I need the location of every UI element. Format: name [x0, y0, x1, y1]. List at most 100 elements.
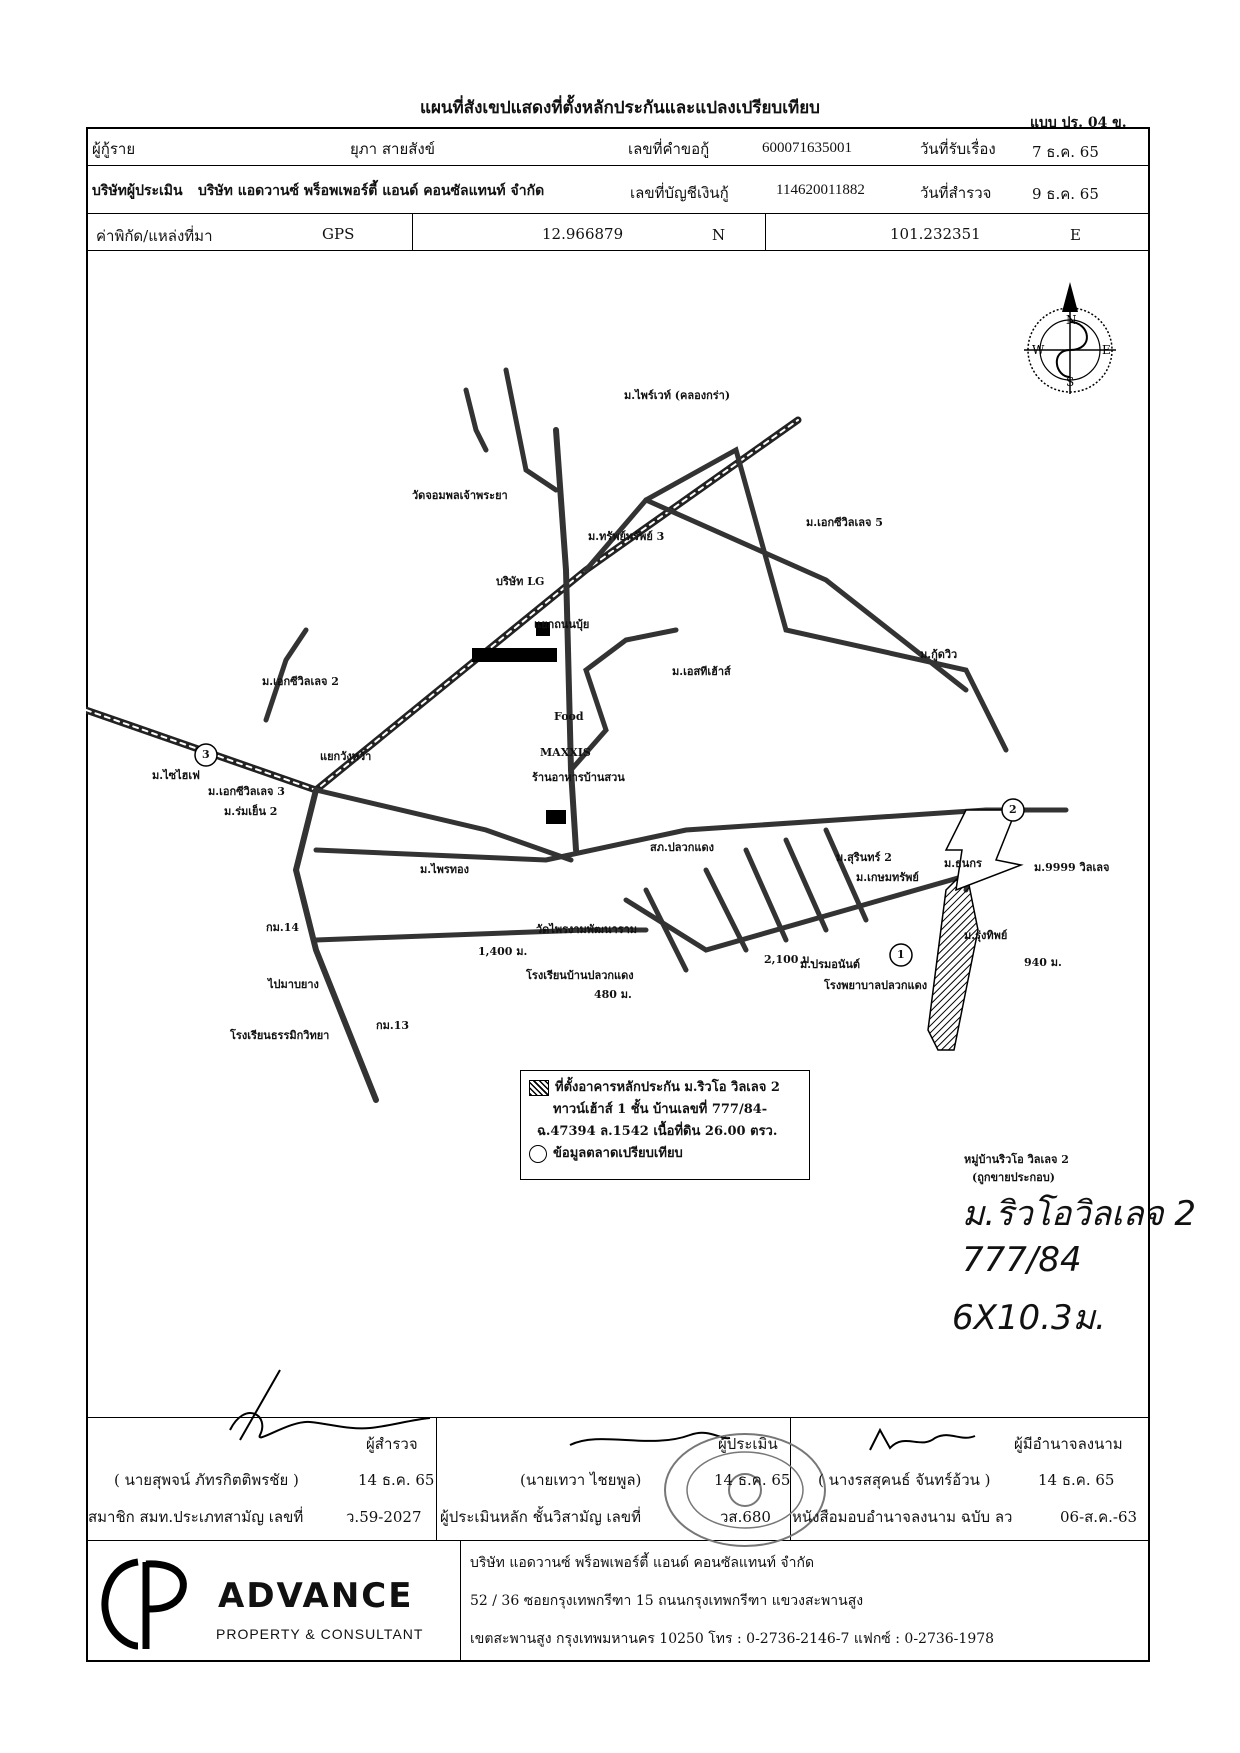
map-label: วัดไพรงามพัฒนาราม	[536, 923, 638, 936]
col-divider	[436, 1417, 437, 1540]
appraiser-company: บริษัท แอดวานซ์ พร็อพเพอร์ตี้ แอนด์ คอนซ…	[198, 183, 545, 199]
map-label: ร้านอาหารบ้านสวน	[532, 771, 625, 784]
surveyor-date: 14 ธ.ค. 65	[358, 1471, 435, 1489]
compass-rose-icon: N S E W	[1024, 282, 1116, 394]
map-label: โรงเรียนบ้านปลวกแดง	[526, 969, 634, 982]
legend-line-4: ข้อมูลตลาดเปรียบเทียบ	[553, 1146, 683, 1161]
account-no: 114620011882	[776, 182, 865, 198]
map-label: กม.13	[376, 1019, 410, 1032]
map-label: ม.สุรินทร์ 2	[836, 851, 892, 864]
company-logo: ADVANCE PROPERTY & CONSULTANT	[88, 1548, 458, 1660]
map-label: ม.กู้ดวิว	[920, 648, 958, 661]
map-label: ม.เอกซีวิลเลจ 5	[806, 516, 883, 529]
row-divider	[86, 213, 1150, 214]
company-address-2: เขตสะพานสูง กรุงเทพมหานคร 10250 โทร : 0-…	[470, 1631, 995, 1647]
map-label: ม.ไพรทอง	[420, 863, 470, 876]
company-stamp	[664, 1433, 826, 1547]
map-label: แยกถนนบุ้ย	[534, 618, 590, 631]
compass-n: N	[1066, 313, 1077, 327]
borrower-label: ผู้กู้ราย	[92, 140, 136, 158]
map-label: ม.เอกซีวิลเลจ 3	[208, 785, 285, 798]
longitude: 101.232351	[890, 225, 981, 243]
col-divider	[412, 213, 413, 250]
map-label: แยกวังหว้า	[320, 750, 372, 763]
map-label: 940 ม.	[1024, 956, 1062, 969]
borrower-name: ยุภา สายสังข์	[350, 140, 435, 158]
brand-subtitle: PROPERTY & CONSULTANT	[216, 1626, 424, 1642]
appraiser-date: 14 ธ.ค. 65	[714, 1471, 791, 1489]
col-divider	[790, 1417, 791, 1540]
col-divider	[765, 213, 766, 250]
map-label: บริษัท LG	[496, 575, 545, 588]
appraiser-name: (นายเทวา ไชยพูล)	[520, 1471, 642, 1489]
map-label: หมู่บ้านริวโอ วิลเลจ 2	[964, 1153, 1069, 1166]
handwritten-house-no: 777/84	[962, 1240, 1082, 1280]
signer-date: 14 ธ.ค. 65	[1038, 1471, 1115, 1489]
map-label: ม.ไพร์เวท์ (คลองกร่า)	[624, 389, 731, 402]
company-name: บริษัท แอดวานซ์ พร็อพเพอร์ตี้ แอนด์ คอนซ…	[470, 1555, 815, 1571]
map-label: วัดจอมพลเจ้าพระยา	[412, 489, 508, 502]
location-map	[86, 367, 1069, 1103]
survey-date-label: วันที่สำรวจ	[920, 184, 992, 202]
surveyor-signature	[229, 1369, 431, 1441]
request-no-label: เลขที่คำขอกู้	[628, 140, 710, 158]
map-label: ม.เกษมทรัพย์	[856, 871, 919, 884]
advance-logo-icon	[101, 1558, 187, 1650]
map-label: โรงเรียนธรรมิกวิทยา	[230, 1029, 330, 1042]
compass-e: E	[1102, 343, 1111, 357]
longitude-dir: E	[1070, 226, 1081, 244]
map-label: ไปมาบยาง	[268, 978, 319, 991]
section-divider	[86, 1540, 1150, 1541]
map-label: 480 ม.	[594, 988, 632, 1001]
request-no: 600071635001	[762, 140, 852, 156]
receive-date: 7 ธ.ค. 65	[1032, 143, 1099, 161]
map-label: กม.14	[266, 921, 300, 934]
map-label: ม.ทรัพย์ทรัพย์ 3	[588, 530, 665, 543]
legend-line-1: ที่ตั้งอาคารหลักประกัน ม.ริวโอ วิลเลจ 2	[555, 1080, 780, 1095]
row-divider	[86, 165, 1150, 166]
brand-name: ADVANCE	[218, 1576, 414, 1616]
signer-signature	[869, 1427, 976, 1451]
map-label: ม.9999 วิลเลจ	[1034, 861, 1110, 874]
compass-s: S	[1066, 375, 1074, 389]
surveyor-name: ( นายสุพจน์ ภัทรกิตติพรชัย )	[114, 1471, 299, 1489]
latitude-dir: N	[712, 226, 726, 244]
map-marker-1: 1	[897, 948, 905, 961]
hatch-swatch-icon	[529, 1080, 549, 1096]
account-no-label: เลขที่บัญชีเงินกู้	[630, 184, 729, 202]
map-label: โรงพยาบาลปลวกแดง	[824, 979, 928, 992]
surveyor-member: สมาชิก สมท.ประเภทสามัญ เลขที่	[88, 1508, 304, 1526]
circle-marker-icon	[529, 1145, 547, 1163]
signer-role: ผู้มีอำนาจลงนาม	[1014, 1435, 1123, 1453]
company-address-1: 52 / 36 ซอยกรุงเทพกรีฑา 15 ถนนกรุงเทพกรี…	[470, 1593, 864, 1609]
map-label: 1,400 ม.	[478, 945, 528, 958]
map-label: ม.รุ่งทิพย์	[964, 929, 1008, 942]
map-label: ม.ร่มเย็น 2	[224, 805, 278, 818]
map-label: 2,100 ม.	[764, 953, 814, 966]
map-label: MAXXIS	[540, 746, 591, 759]
map-label: (ถูกขายประกอบ)	[972, 1171, 1055, 1184]
handwritten-size: 6X10.3ม.	[952, 1298, 1106, 1338]
map-label: ม.ธนกร	[944, 857, 982, 870]
surveyor-member-no: ว.59-2027	[346, 1508, 422, 1526]
survey-date: 9 ธ.ค. 65	[1032, 185, 1099, 203]
map-label: สภ.ปลวกแดง	[650, 841, 714, 854]
signer-authority: หนังสือมอบอำนาจลงนาม ฉบับ ลว	[792, 1508, 1013, 1526]
map-label: ม.ไซไฮเฟ	[152, 769, 200, 782]
map-marker-3: 3	[202, 748, 210, 761]
map-label: ม.เอกซีวิลเลจ 2	[262, 675, 339, 688]
coord-label: ค่าพิกัด/แหล่งที่มา	[96, 227, 213, 245]
signer-authority-date: 06-ส.ค.-63	[1060, 1508, 1138, 1526]
map-label: ม.เอสทีเฮ้าส์	[672, 665, 731, 678]
map-legend: ที่ตั้งอาคารหลักประกัน ม.ริวโอ วิลเลจ 2 …	[520, 1070, 810, 1180]
legend-line-2: ทาวน์เฮ้าส์ 1 ชั้น บ้านเลขที่ 777/84-	[553, 1102, 768, 1117]
document-title: แผนที่สังเขปแสดงที่ตั้งหลักประกันและแปลง…	[420, 98, 820, 118]
section-divider	[86, 1417, 1150, 1418]
col-divider	[460, 1540, 461, 1662]
handwritten-village: ม.ริวโอวิลเลจ 2	[962, 1194, 1196, 1234]
legend-line-3: ฉ.47394 ล.1542 เนื้อที่ดิน 26.00 ตรว.	[537, 1124, 778, 1139]
row-divider	[86, 250, 1150, 251]
map-marker-2: 2	[1009, 803, 1017, 816]
appraiser-role: ผู้ประเมิน	[718, 1435, 778, 1453]
coord-source: GPS	[322, 225, 355, 243]
